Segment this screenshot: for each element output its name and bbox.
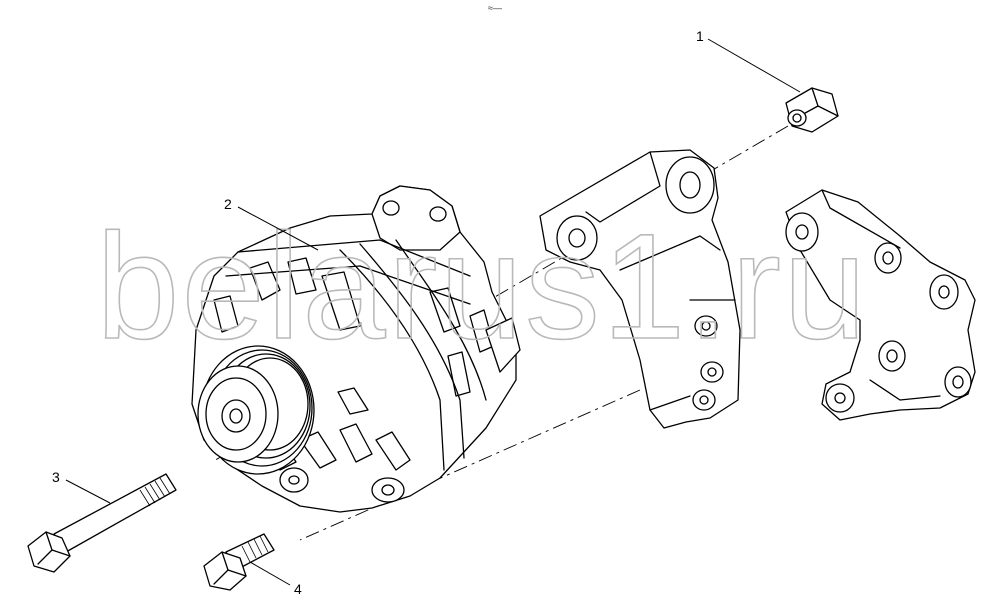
short-bolt-part [203,533,275,591]
callout-label-4: 4 [294,581,302,597]
callout-label-3: 3 [52,469,60,485]
front-bracket-part [539,149,741,429]
alternator-part [191,185,521,513]
rear-bracket-part [785,189,976,421]
long-bolt-part [27,473,177,573]
header-mark: ≈— [488,3,502,13]
pulley [197,345,315,475]
callout-1: 1 [696,28,801,93]
callout-4: 4 [249,561,302,597]
callout-2: 2 [224,196,319,251]
callout-label-2: 2 [224,196,232,212]
watermark-text: belarus1.ru [96,202,868,370]
nut-part [785,87,839,133]
callout-label-1: 1 [696,28,704,44]
callout-3: 3 [52,469,111,504]
